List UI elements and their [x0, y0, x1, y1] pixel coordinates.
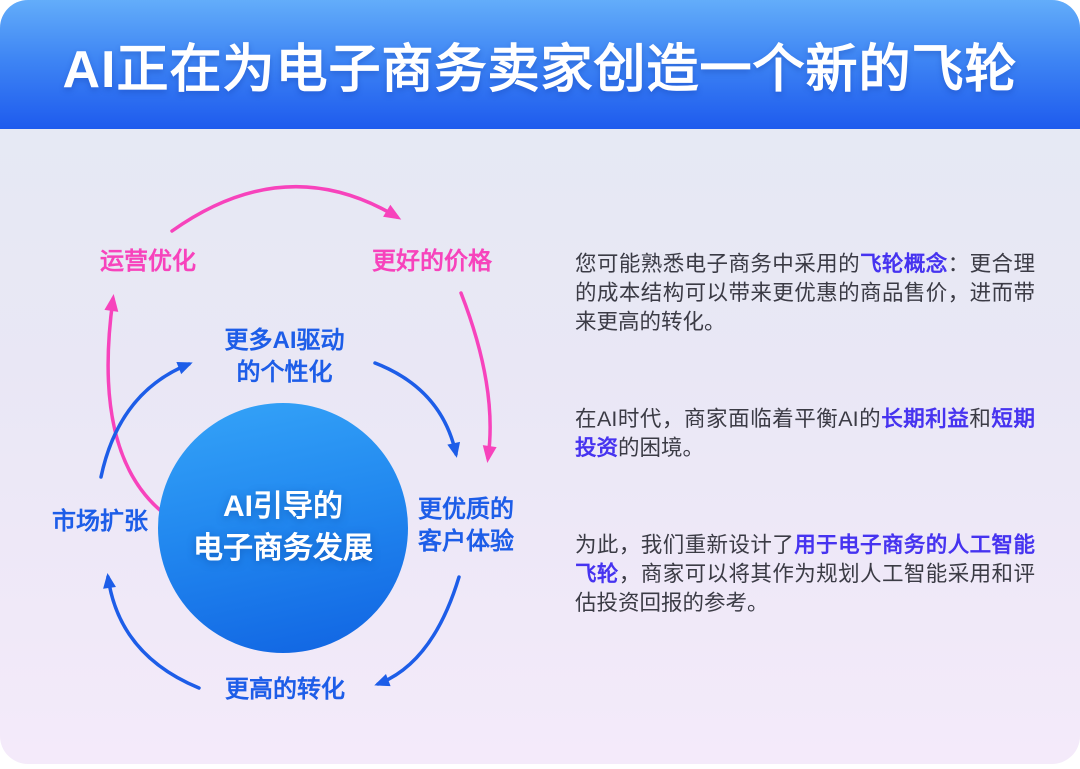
arrow-market-expansion-to-operations: [104, 294, 163, 513]
paragraph-text: ：更合理的成本结构可以带来更优惠的商品售价，进而带来更高的转化。: [575, 252, 1035, 334]
highlight-short-term-investment: 短期投资: [575, 407, 1035, 460]
paragraph-text: ，商家可以将其作为规划人工智能采用和评估投资回报的参考。: [575, 562, 1035, 615]
highlight-ai-flywheel-for-ecommerce: 用于电子商务的人工智能飞轮: [575, 533, 1035, 586]
highlight-long-term-benefit: 长期利益: [881, 407, 970, 431]
node-market-expansion: 市场扩张: [52, 508, 148, 535]
flywheel-center-label: AI引导的 电子商务发展: [193, 490, 373, 565]
paragraph-redesigned-flywheel: 为此，我们重新设计了用于电子商务的人工智能飞轮，商家可以将其作为规划人工智能采用…: [575, 531, 1035, 618]
node-operations: 运营优化: [100, 248, 196, 275]
paragraph-text: 在AI时代，商家面临着平衡AI的: [575, 407, 882, 431]
node-higher-conversion: 更高的转化: [225, 676, 345, 703]
highlight-flywheel-concept: 飞轮概念: [860, 252, 948, 276]
node-customer-experience: 更优质的 客户体验: [418, 496, 514, 555]
page-title: AI正在为电子商务卖家创造一个新的飞轮: [62, 41, 1018, 99]
paragraph-text: 为此，我们重新设计了: [575, 533, 795, 557]
paragraph-text: 和: [969, 407, 992, 431]
arrow-customer-experience-to-higher-conversion: [374, 575, 461, 687]
paragraph-flywheel-concept: 您可能熟悉电子商务中采用的飞轮概念：更合理的成本结构可以带来更优惠的商品售价，进…: [575, 250, 1035, 337]
flywheel-diagram: AI引导的 电子商务发展 运营优化 更好的价格 更多AI驱动 的个性化 市场扩张…: [0, 129, 560, 764]
header-banner: AI正在为电子商务卖家创造一个新的飞轮: [0, 0, 1080, 129]
arrow-operations-to-better-price: [170, 184, 402, 233]
arrow-ai-personalization-to-customer-experience: [373, 361, 461, 458]
text-column: 您可能熟悉电子商务中采用的飞轮概念：更合理的成本结构可以带来更优惠的商品售价，进…: [575, 250, 1035, 618]
paragraph-text: 的困境。: [618, 436, 705, 460]
paragraph-text: 您可能熟悉电子商务中采用的: [575, 252, 860, 276]
arrow-better-price-to-customer-experience: [459, 291, 497, 463]
node-ai-personalization: 更多AI驱动 的个性化: [224, 327, 345, 386]
paragraph-ai-era: 在AI时代，商家面临着平衡AI的长期利益和短期投资的困境。: [575, 405, 1035, 463]
arrow-market-expansion-to-ai-personalization: [99, 362, 193, 479]
flywheel-center-circle: AI引导的 电子商务发展: [158, 403, 408, 653]
node-better-price: 更好的价格: [372, 248, 492, 275]
